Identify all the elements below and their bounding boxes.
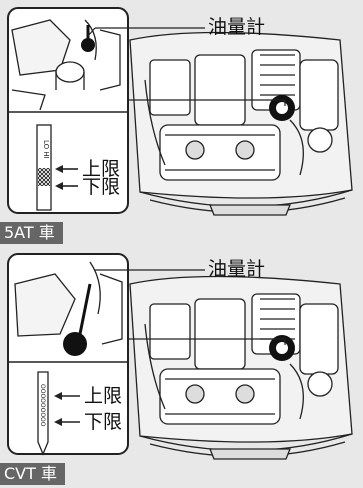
dipstick-callout-label: 油量計 [208,16,266,38]
dipstick-callout-label: 油量計 [208,258,266,280]
lower-limit-label: 下限 [82,176,121,198]
engine-bay-illustration: OOOOOOOOO [7,253,353,460]
lower-limit-label: 下限 [84,411,123,433]
section-tag-5at: 5AT 車 [0,222,63,244]
cvt-illustration-panel: OOOOOOOOO 油量計 上限 下限 CVT 車 [0,244,363,488]
upper-limit-label: 上限 [82,158,121,180]
5at-illustration-panel: LO HI 油量計 上限 下限 5AT 車 [0,7,353,244]
section-tag-cvt: CVT 車 [0,463,65,485]
engine-bay-illustration: LO HI [7,7,353,216]
svg-text:OOOOOOOOO: OOOOOOOOO [39,384,46,427]
upper-limit-label: 上限 [84,385,123,407]
svg-text:LO HI: LO HI [42,140,50,159]
